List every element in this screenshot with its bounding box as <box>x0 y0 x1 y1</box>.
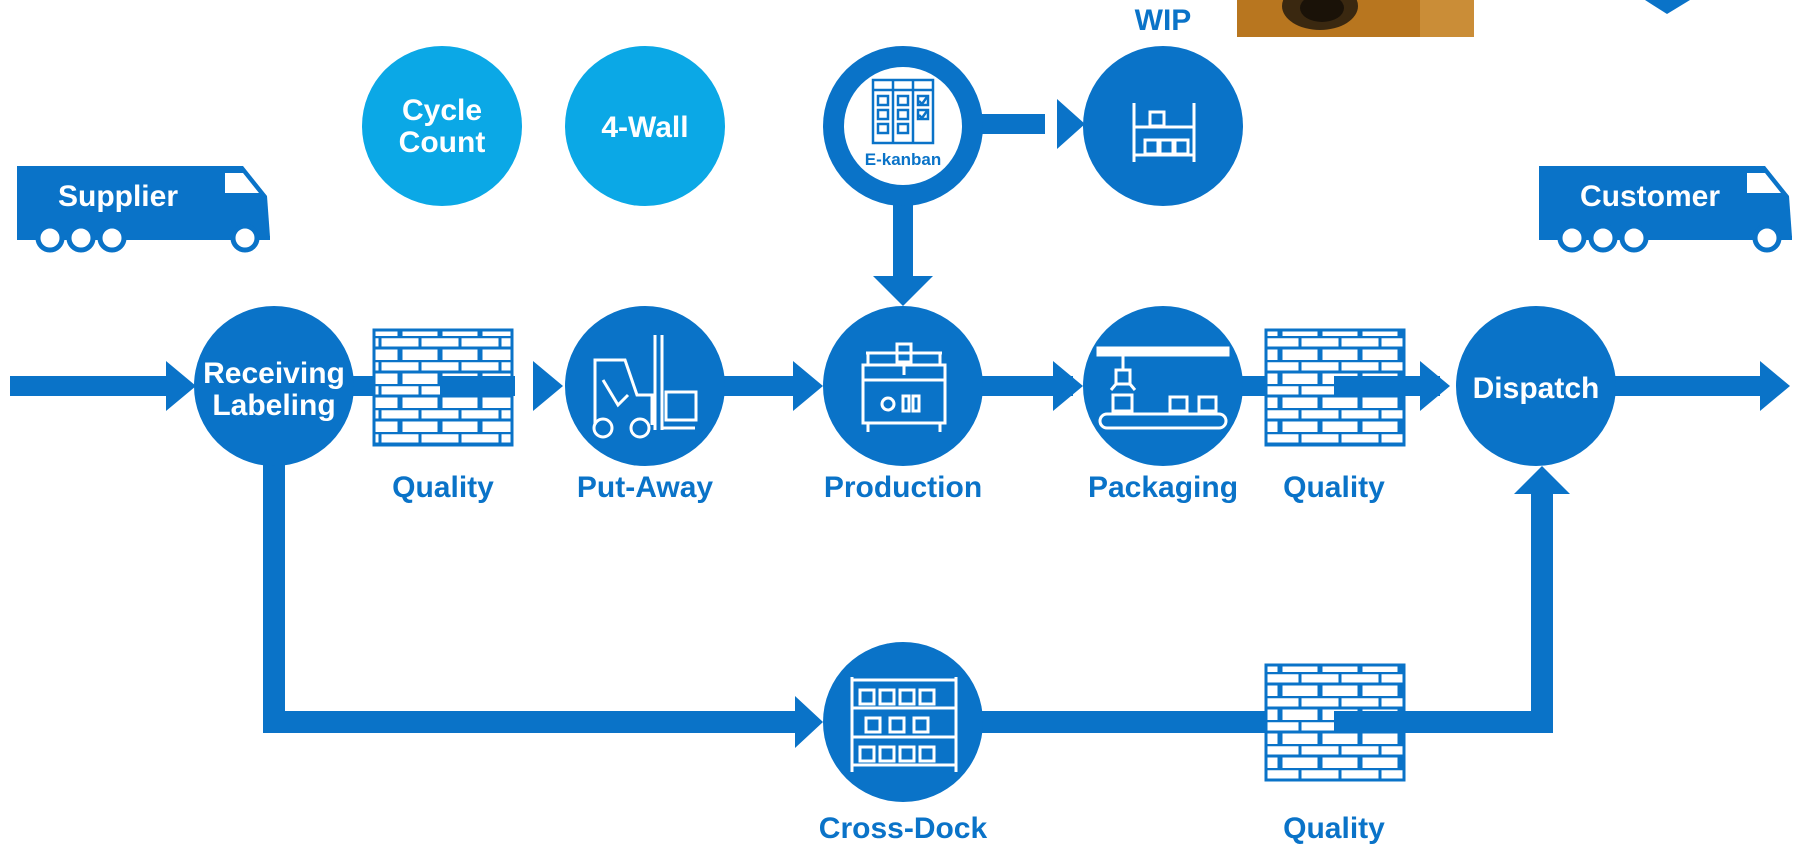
forklift-icon <box>592 335 698 439</box>
kanban-board-icon <box>871 78 935 145</box>
cycle-count-label-line2: Count <box>399 126 486 159</box>
four-wall-label: 4-Wall <box>601 111 688 144</box>
wip-label: WIP <box>1135 4 1192 37</box>
quality-gate-3: Quality <box>1264 663 1409 845</box>
ekanban-connectors <box>873 99 1085 306</box>
cycle-count-label-line1: Cycle <box>402 94 482 127</box>
conveyor-icon <box>1096 346 1230 430</box>
truck-icon <box>1539 166 1792 253</box>
dispatch-node: Dispatch <box>1456 306 1616 466</box>
quality-label-3: Quality <box>1283 812 1385 845</box>
cross-dock-label: Cross-Dock <box>819 812 988 845</box>
put-away-label: Put-Away <box>577 471 713 504</box>
production-node: Production <box>823 306 983 504</box>
put-away-node: Put-Away <box>565 306 725 504</box>
truck-icon <box>17 166 270 253</box>
customer-truck: Customer <box>1539 166 1792 253</box>
ekanban-node: E-kanban <box>823 46 983 206</box>
supplier-label: Supplier <box>58 180 178 213</box>
cycle-count-node: Cycle Count <box>362 46 522 206</box>
labeling-label: Labeling <box>212 389 335 422</box>
production-label: Production <box>824 471 982 504</box>
wip-node: WIP <box>1083 4 1243 206</box>
packaging-label: Packaging <box>1088 471 1238 504</box>
quality-label-2: Quality <box>1283 471 1385 504</box>
receiving-labeling-node: Receiving Labeling <box>194 306 354 466</box>
cross-dock-node: Cross-Dock <box>819 642 988 845</box>
receiving-label: Receiving <box>203 357 345 390</box>
quality-label-1: Quality <box>392 471 494 504</box>
quality-gate-2: Quality <box>1264 328 1409 504</box>
packaging-node: Packaging <box>1083 306 1243 504</box>
shelf-icon <box>1132 103 1196 162</box>
rack-icon <box>850 677 958 772</box>
dispatch-label: Dispatch <box>1473 372 1600 405</box>
corner-arrow-icon <box>1645 0 1690 14</box>
four-wall-node: 4-Wall <box>565 46 725 206</box>
photo-fragment <box>1237 0 1474 37</box>
cnc-machine-icon <box>861 342 947 432</box>
ekanban-label: E-kanban <box>865 150 942 169</box>
supplier-truck: Supplier <box>17 166 270 253</box>
quality-gate-1: Quality <box>372 328 515 504</box>
customer-label: Customer <box>1580 180 1720 213</box>
